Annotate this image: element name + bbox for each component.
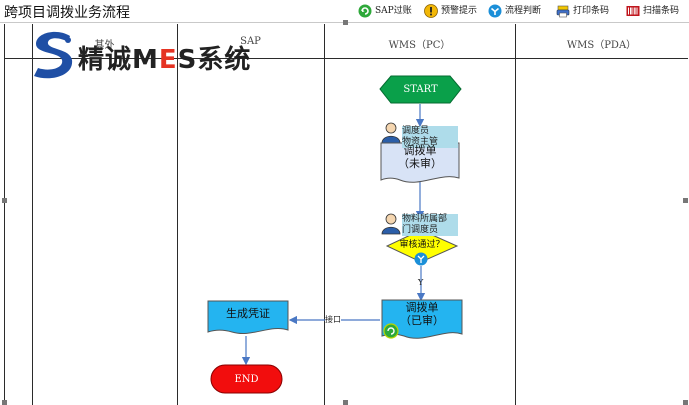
watermark-prefix: 精诚M [78, 45, 159, 75]
lane-header-other: 其外 [94, 40, 115, 51]
swimlane-area: 其外 SAP WMS（PC） WMS（PDA） [4, 24, 688, 405]
legend: SAP过账 预警提示 流程判断 打印条码 [358, 3, 688, 19]
left-margin-lane [4, 24, 32, 405]
legend-label: 预警提示 [441, 6, 478, 16]
sap-post-icon [358, 4, 372, 18]
flow-decision-icon [414, 252, 428, 266]
lane-divider [515, 24, 516, 405]
warning-icon [424, 4, 438, 18]
legend-label: 流程判断 [505, 6, 542, 16]
decision-label: 审核通过？ [399, 240, 445, 250]
print-barcode-icon [556, 5, 570, 18]
diagram-title: 跨项目调拨业务流程 [4, 5, 130, 21]
document-unreviewed-label: 调拨单 （未审） [381, 144, 459, 170]
role-line: 物资主管 [402, 137, 439, 147]
lane-header-wms-pda: WMS（PDA） [566, 40, 637, 51]
doc-title: 调拨单 [403, 144, 437, 157]
legend-label: 扫描条码 [643, 6, 680, 16]
start-terminator [379, 75, 462, 104]
lane-divider [32, 24, 33, 405]
document-voucher [207, 300, 289, 334]
selection-handle[interactable] [2, 400, 7, 405]
start-label: START [403, 84, 438, 95]
legend-label: SAP过账 [375, 6, 412, 16]
role-line: 物料所属部 [402, 214, 448, 224]
watermark-accent: E [158, 45, 178, 75]
person-icon [381, 213, 401, 235]
yes-label: Y [418, 278, 424, 287]
lane-header-wms-pc: WMS（PC） [388, 40, 451, 51]
selection-handle[interactable] [683, 198, 688, 203]
watermark-logo: 精诚MES系统 [30, 30, 252, 80]
sap-post-icon [383, 323, 399, 339]
title-bar: 跨项目调拨业务流程 SAP过账 预警提示 流程判断 [0, 0, 689, 23]
doc-status: （未审） [398, 157, 442, 170]
doc-title: 调拨单 [405, 301, 439, 314]
lane-header-sap: SAP [240, 36, 261, 47]
voucher-label: 生成凭证 [226, 307, 270, 320]
role-line: 门调度员 [402, 225, 439, 235]
role-label-dispatcher: 调度员 物资主管 [402, 126, 458, 148]
selection-handle[interactable] [2, 198, 7, 203]
doc-status: （已审） [400, 314, 444, 327]
watermark-text: 精诚MES系统 [78, 39, 251, 76]
interface-label: 接口 [325, 314, 341, 325]
lane-divider [324, 24, 325, 405]
lane-divider [4, 24, 5, 405]
scan-barcode-icon [626, 6, 640, 16]
flow-decision-icon [488, 4, 502, 18]
document-reviewed-label: 调拨单 （已审） [382, 301, 462, 327]
legend-label: 打印条码 [573, 6, 610, 16]
person-icon [381, 122, 401, 144]
logo-mark-icon [34, 31, 73, 79]
lane-header-line [4, 58, 688, 59]
watermark-suffix: S系统 [177, 45, 252, 75]
selection-handle[interactable] [343, 400, 348, 405]
end-terminator [210, 364, 283, 394]
role-line: 调度员 [402, 126, 430, 136]
role-label-dept-dispatcher: 物料所属部 门调度员 [402, 214, 458, 236]
document-unreviewed [380, 142, 460, 183]
end-label: END [234, 374, 259, 385]
lane-divider [177, 24, 178, 405]
selection-handle[interactable] [343, 20, 348, 25]
selection-handle[interactable] [683, 400, 688, 405]
